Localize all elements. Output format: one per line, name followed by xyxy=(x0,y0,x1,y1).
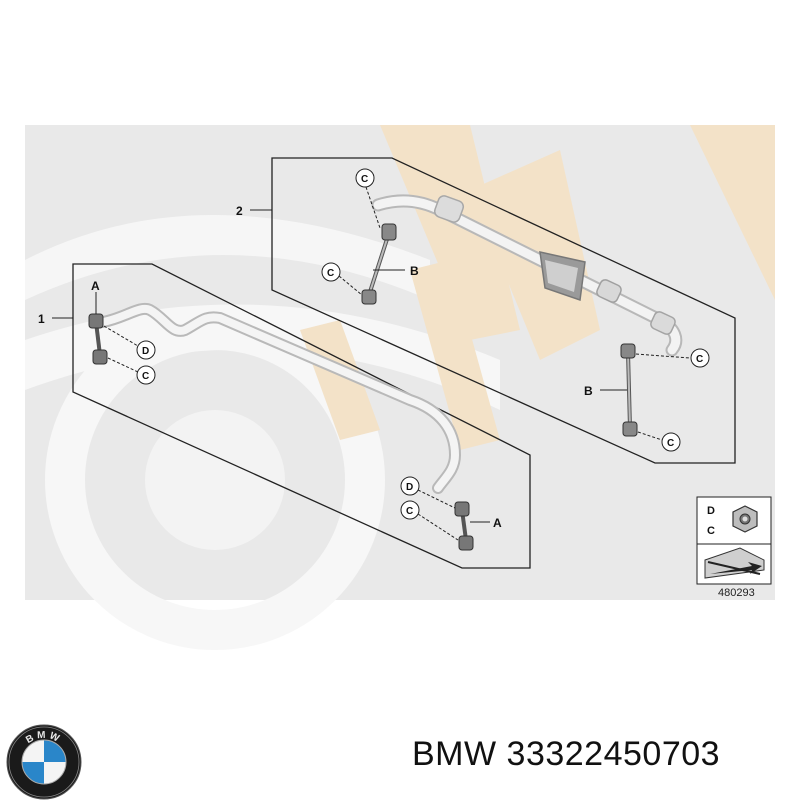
group-frame-1 xyxy=(72,263,531,569)
bmw-roundel-icon xyxy=(21,739,67,785)
svg-text:C: C xyxy=(142,371,149,382)
svg-text:C: C xyxy=(667,438,674,449)
svg-text:D: D xyxy=(142,346,149,357)
callout-c-5: C xyxy=(107,357,156,385)
legend-box: D C xyxy=(696,496,772,585)
svg-text:C: C xyxy=(327,268,334,279)
torque-arrow-icon xyxy=(704,547,765,579)
svg-text:C: C xyxy=(361,174,368,185)
part-caption: BMW 33322450703 xyxy=(412,735,720,774)
stabilizer-bar-front xyxy=(97,302,462,494)
callout-c-4: C xyxy=(637,431,681,452)
caption-brand: BMW xyxy=(412,735,497,773)
label-b-lower: B xyxy=(584,384,593,398)
label-a-right: A xyxy=(493,516,502,530)
callout-d-2: D xyxy=(400,476,456,509)
svg-text:C: C xyxy=(406,506,413,517)
callout-c-1: C xyxy=(355,168,381,229)
group-frame-2 xyxy=(271,157,736,464)
label-item-2: 2 xyxy=(236,204,243,218)
stabilizer-link-a-right xyxy=(454,501,474,551)
callout-c-2: C xyxy=(321,262,363,296)
stabilizer-link-a-left xyxy=(88,313,108,365)
stabilizer-link-b-upper xyxy=(361,223,397,305)
legend-label-d: D xyxy=(707,505,715,517)
callout-c-6: C xyxy=(400,500,459,541)
svg-text:BMW: BMW xyxy=(24,730,63,746)
diagram-ref-number: 480293 xyxy=(718,587,755,599)
stabilizer-bar-rear xyxy=(371,194,683,357)
label-b-upper: B xyxy=(410,264,419,278)
legend-label-c: C xyxy=(707,525,715,537)
label-a-left: A xyxy=(91,279,100,293)
bmw-logo-text: BMW xyxy=(24,730,60,746)
nut-icon xyxy=(732,505,758,533)
svg-text:C: C xyxy=(696,354,703,365)
bmw-logo: BMW xyxy=(6,724,82,800)
callout-d-1: D xyxy=(103,325,156,360)
svg-text:D: D xyxy=(406,482,413,493)
caption-part-number: 33322450703 xyxy=(506,735,721,773)
callout-c-3: C xyxy=(635,348,710,368)
label-item-1: 1 xyxy=(38,312,45,326)
stabilizer-link-b-lower xyxy=(620,343,638,437)
